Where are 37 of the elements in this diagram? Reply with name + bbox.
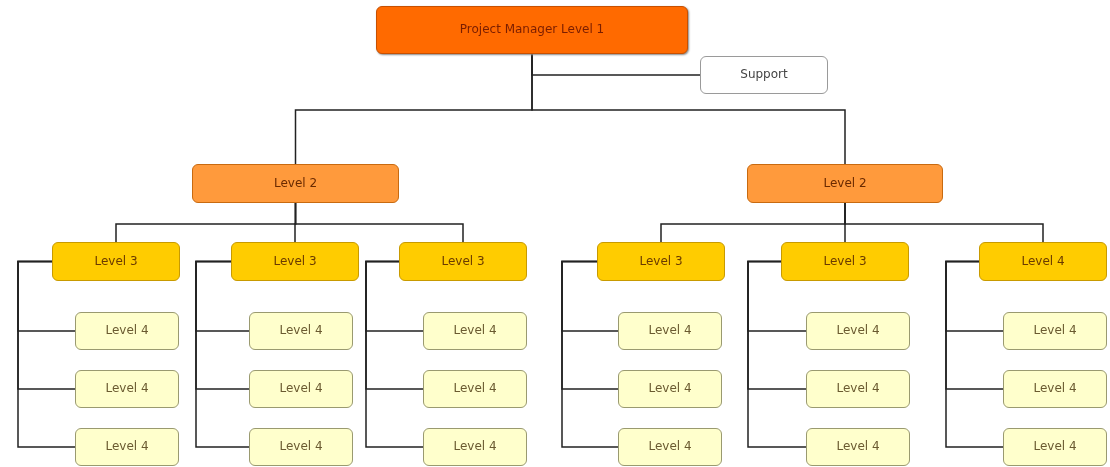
- level-three-box: Level 4: [979, 242, 1107, 281]
- support-box: Support: [700, 56, 828, 94]
- connector-line: [17, 260, 76, 448]
- level-four-box: Level 4: [423, 428, 527, 466]
- level-three-box: Level 3: [399, 242, 527, 281]
- level-four-box: Level 4: [1003, 428, 1107, 466]
- level-four-box: Level 4: [75, 428, 179, 466]
- level-four-box: Level 4: [806, 312, 910, 350]
- level-four-box: Level 4: [1003, 370, 1107, 408]
- level-four-box: Level 4: [423, 312, 527, 350]
- level-three-box: Level 3: [597, 242, 725, 281]
- level-three-box: Level 3: [781, 242, 909, 281]
- connector-line: [365, 260, 424, 448]
- level-four-box: Level 4: [75, 370, 179, 408]
- connector-line: [945, 260, 1004, 448]
- manager-box: Project Manager Level 1: [376, 6, 688, 54]
- level-four-box: Level 4: [1003, 312, 1107, 350]
- level-four-box: Level 4: [618, 428, 722, 466]
- level-two-box: Level 2: [747, 164, 943, 203]
- connector-line: [844, 202, 1044, 243]
- level-four-box: Level 4: [806, 370, 910, 408]
- level-four-box: Level 4: [75, 312, 179, 350]
- level-four-box: Level 4: [249, 312, 353, 350]
- connector-line: [561, 260, 619, 448]
- level-four-box: Level 4: [423, 370, 527, 408]
- level-four-box: Level 4: [806, 428, 910, 466]
- level-three-box: Level 3: [231, 242, 359, 281]
- connector-line: [747, 260, 807, 448]
- level-four-box: Level 4: [618, 370, 722, 408]
- level-four-box: Level 4: [618, 312, 722, 350]
- level-three-box: Level 3: [52, 242, 180, 281]
- connector-line: [294, 202, 464, 243]
- connector-line: [195, 260, 250, 448]
- level-four-box: Level 4: [249, 370, 353, 408]
- connector-line: [531, 53, 846, 165]
- level-two-box: Level 2: [192, 164, 399, 203]
- level-four-box: Level 4: [249, 428, 353, 466]
